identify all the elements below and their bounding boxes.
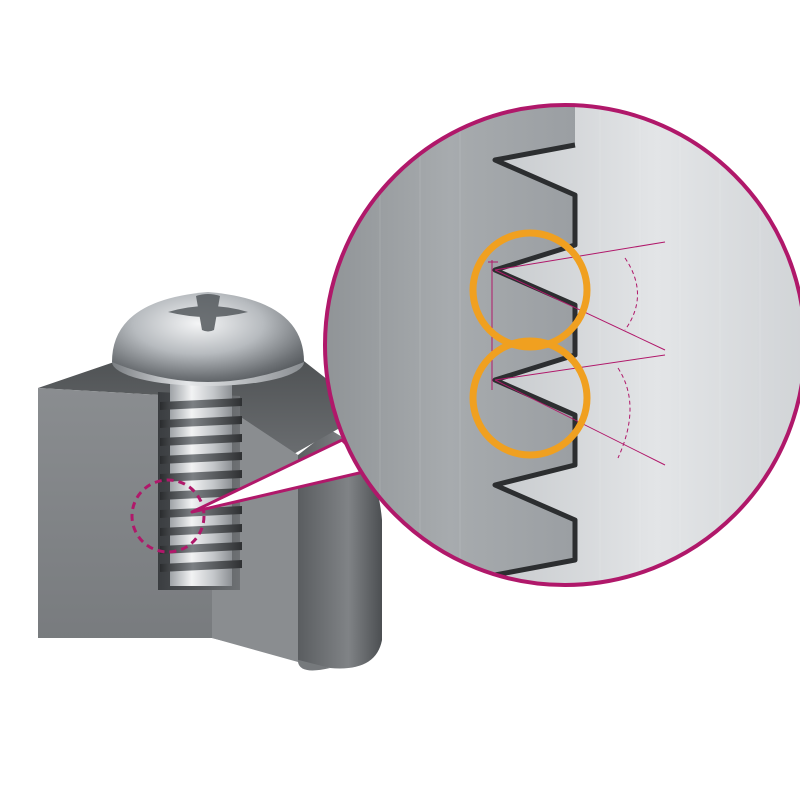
thread-highlight-lower (469, 337, 591, 459)
block-side-face (298, 430, 382, 669)
screw (112, 292, 304, 586)
block-top-face (38, 358, 345, 455)
thread-edge (492, 142, 578, 578)
screw-threads (160, 398, 242, 572)
phillips-recess-icon (168, 294, 248, 332)
threaded-block (38, 358, 382, 671)
thread-highlight-upper (469, 229, 591, 351)
magnified-detail (323, 103, 800, 587)
magnifier-border (323, 103, 800, 587)
detail-marker-icon (130, 478, 206, 554)
screw-head (112, 292, 304, 382)
